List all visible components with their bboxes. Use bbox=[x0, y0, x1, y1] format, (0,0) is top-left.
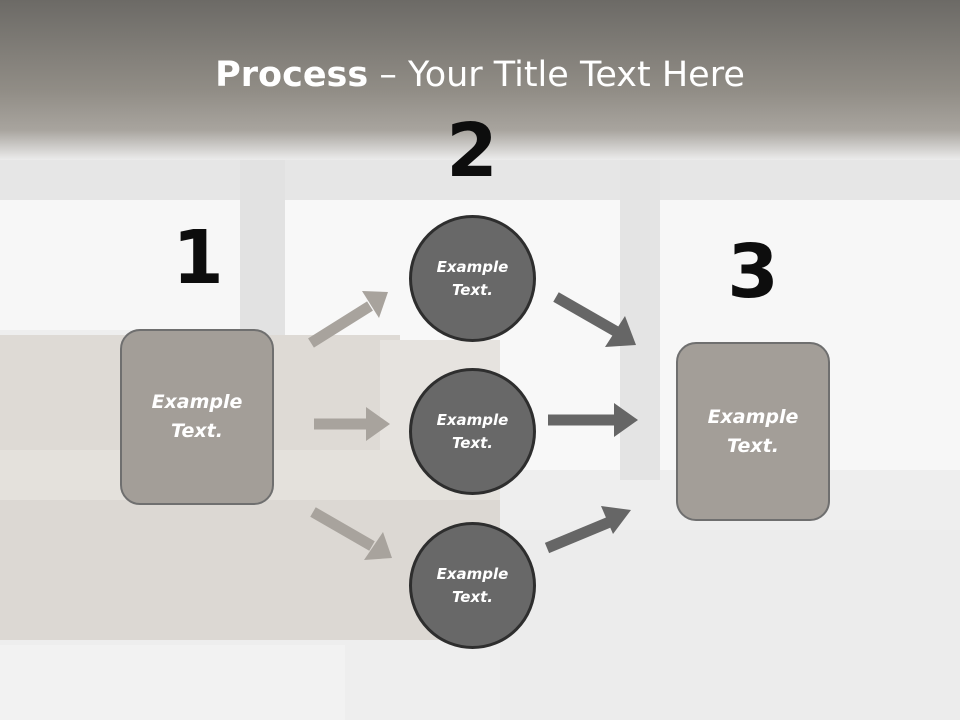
step-3-line2: Text. bbox=[727, 434, 779, 457]
step-3-box: Example Text. bbox=[676, 342, 830, 521]
step-3-line1: Example bbox=[707, 405, 799, 428]
step-2-circle-top: Example Text. bbox=[409, 215, 536, 342]
step-number-1: 1 bbox=[172, 215, 224, 301]
step-number-2: 2 bbox=[446, 108, 498, 194]
title-rest: – Your Title Text Here bbox=[368, 55, 745, 95]
step-number-3: 3 bbox=[727, 229, 779, 315]
step-2-circle-bottom: Example Text. bbox=[409, 522, 536, 649]
circle-bottom-line2: Text. bbox=[451, 587, 493, 606]
step-1-line2: Text. bbox=[171, 420, 223, 442]
circle-top-line2: Text. bbox=[451, 280, 493, 299]
step-1-line1: Example bbox=[151, 391, 243, 413]
title-bold: Process bbox=[215, 55, 369, 95]
step-1-box: Example Text. bbox=[120, 329, 274, 505]
circle-bottom-line1: Example bbox=[436, 564, 509, 583]
circle-top-line1: Example bbox=[436, 257, 509, 276]
slide-title: Process – Your Title Text Here bbox=[0, 52, 960, 98]
circle-middle-line2: Text. bbox=[451, 433, 493, 452]
circle-middle-line1: Example bbox=[436, 410, 509, 429]
step-2-circle-middle: Example Text. bbox=[409, 368, 536, 495]
